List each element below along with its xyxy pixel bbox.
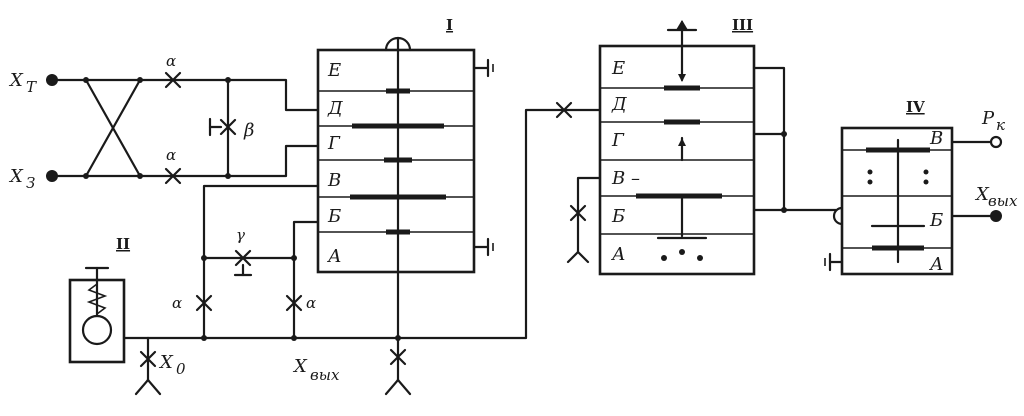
relay-III-chamber-A: А [610, 244, 626, 265]
input-x0-label: X [158, 352, 174, 373]
alpha-bottom-label: α [166, 146, 176, 164]
relay-III-chamber-G: Г [611, 130, 625, 151]
relay-III-chamber-D: Д [611, 94, 627, 115]
relay-I: Е Д Г В Б А I [316, 16, 494, 340]
throttle-alpha-right [285, 294, 303, 312]
xvyx-subscript: вых [310, 366, 340, 384]
relay-I-chamber-A: А [326, 246, 342, 267]
relay-III-label: III [732, 16, 753, 34]
unit-II-label: II [116, 235, 130, 253]
throttle-alpha-bottom [164, 167, 182, 185]
relay-III-chamber-V: В – [611, 168, 640, 189]
input-block [46, 71, 320, 185]
alpha-right-label: α [306, 294, 316, 312]
input-x3-label: X [8, 166, 24, 187]
output-pk-label: P [981, 108, 995, 129]
relay-I-chamber-B: Б [327, 206, 341, 227]
alpha-top-label: α [166, 52, 176, 70]
input-xt-label: X [8, 70, 24, 91]
relay-III: Е Д Г В – Б А III [566, 16, 838, 276]
relay-IV: В Б А IV [824, 98, 1003, 276]
beta-label: β [243, 120, 254, 141]
feedback-lines [146, 101, 602, 396]
throttle-beta [208, 117, 237, 137]
input-x3-subscript: З [26, 174, 35, 192]
throttle-gamma [233, 249, 253, 277]
relay-III-chamber-E: Е [611, 58, 625, 79]
output-pk-subscript: к [996, 116, 1005, 134]
relay-III-chamber-B: Б [611, 206, 625, 227]
input-x0-subscript: 0 [176, 360, 186, 378]
output-xout-subscript: вых [988, 192, 1018, 210]
relay-I-chamber-V: В [327, 170, 341, 191]
unit-II: II [68, 235, 162, 396]
alpha-left-label: α [172, 294, 182, 312]
input-xt-subscript: T [26, 78, 37, 96]
relay-I-chamber-G: Г [327, 133, 341, 154]
throttle-alpha-left [195, 294, 213, 312]
relay-I-chamber-E: Е [327, 60, 341, 81]
relay-I-chamber-D: Д [327, 98, 343, 119]
gamma-label: γ [236, 226, 245, 244]
xvyx-label: X [292, 356, 308, 377]
relay-IV-chamber-V: В [929, 128, 943, 149]
relay-IV-chamber-A: А [928, 254, 944, 275]
relay-IV-label: IV [906, 98, 925, 116]
throttle-alpha-top [164, 71, 182, 89]
relay-I-label: I [446, 16, 453, 34]
relay-IV-chamber-B: Б [929, 210, 943, 231]
output-xout-label: X [974, 184, 990, 205]
